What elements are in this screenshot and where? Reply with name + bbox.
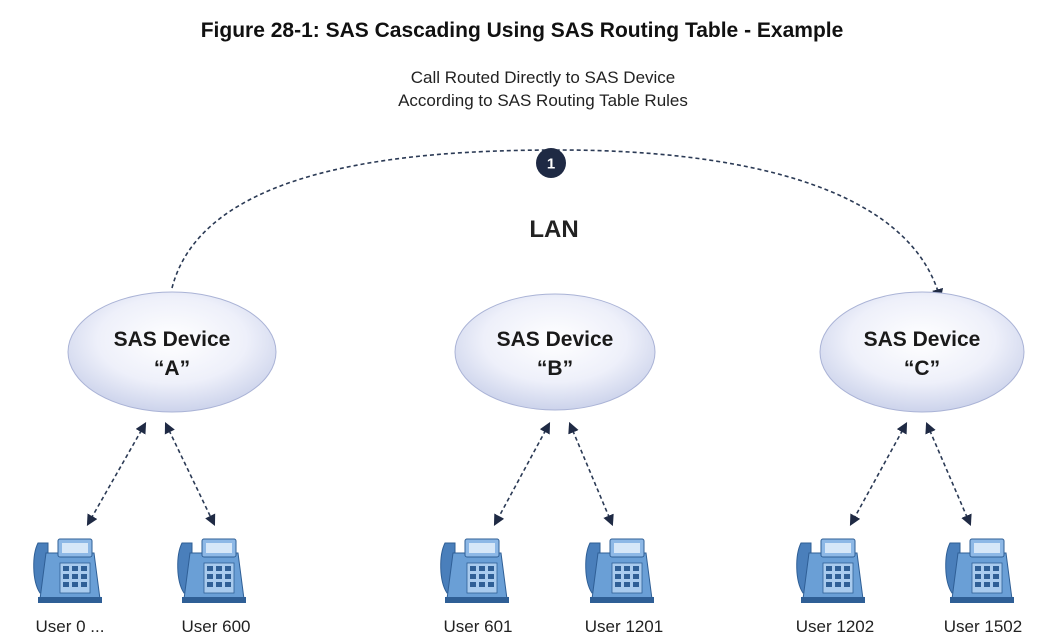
- device-a-id: “A”: [154, 357, 190, 380]
- link-b-user601: [493, 422, 551, 526]
- link-c-user1202: [849, 422, 908, 526]
- user-label-601: User 601: [444, 617, 513, 636]
- device-c-name: SAS Device: [864, 328, 981, 351]
- sas-device-c: SAS Device “C”: [819, 291, 1025, 413]
- user-label-1502: User 1502: [944, 617, 1022, 636]
- phone-icon-user600: [177, 538, 247, 604]
- device-cloud-icon: [67, 291, 277, 413]
- phone-icon-user1201: [585, 538, 655, 604]
- device-b-id: “B”: [537, 357, 573, 380]
- link-a-user600: [164, 421, 216, 527]
- phone-icon-user1202: [796, 538, 866, 604]
- sas-device-a: SAS Device “A”: [67, 291, 277, 413]
- user-label-0: User 0 ...: [36, 617, 105, 636]
- device-cloud-icon: [454, 293, 656, 411]
- link-b-user1201: [568, 421, 614, 527]
- device-cloud-icon: [819, 291, 1025, 413]
- route-description-line1: Call Routed Directly to SAS Device: [411, 68, 676, 87]
- svg-text:1: 1: [547, 156, 555, 173]
- link-c-user1502: [925, 421, 972, 527]
- figure-title: Figure 28-1: SAS Cascading Using SAS Rou…: [201, 19, 844, 42]
- direct-route-arc: [171, 149, 944, 301]
- link-a-user0: [86, 422, 147, 526]
- sas-device-b: SAS Device “B”: [454, 293, 656, 411]
- user-label-1202: User 1202: [796, 617, 874, 636]
- device-b-name: SAS Device: [497, 328, 614, 351]
- step-1-icon: 1: [536, 148, 566, 178]
- device-phone-links: [86, 421, 972, 527]
- user-label-600: User 600: [182, 617, 251, 636]
- phone-icon-user0: [33, 538, 103, 604]
- user-label-1201: User 1201: [585, 617, 663, 636]
- phone-icon-user601: [440, 538, 510, 604]
- device-c-id: “C”: [904, 357, 940, 380]
- phone-icon-user1502: [945, 538, 1015, 604]
- device-a-name: SAS Device: [114, 328, 231, 351]
- lan-label: LAN: [529, 216, 578, 243]
- route-description-line2: According to SAS Routing Table Rules: [398, 91, 688, 110]
